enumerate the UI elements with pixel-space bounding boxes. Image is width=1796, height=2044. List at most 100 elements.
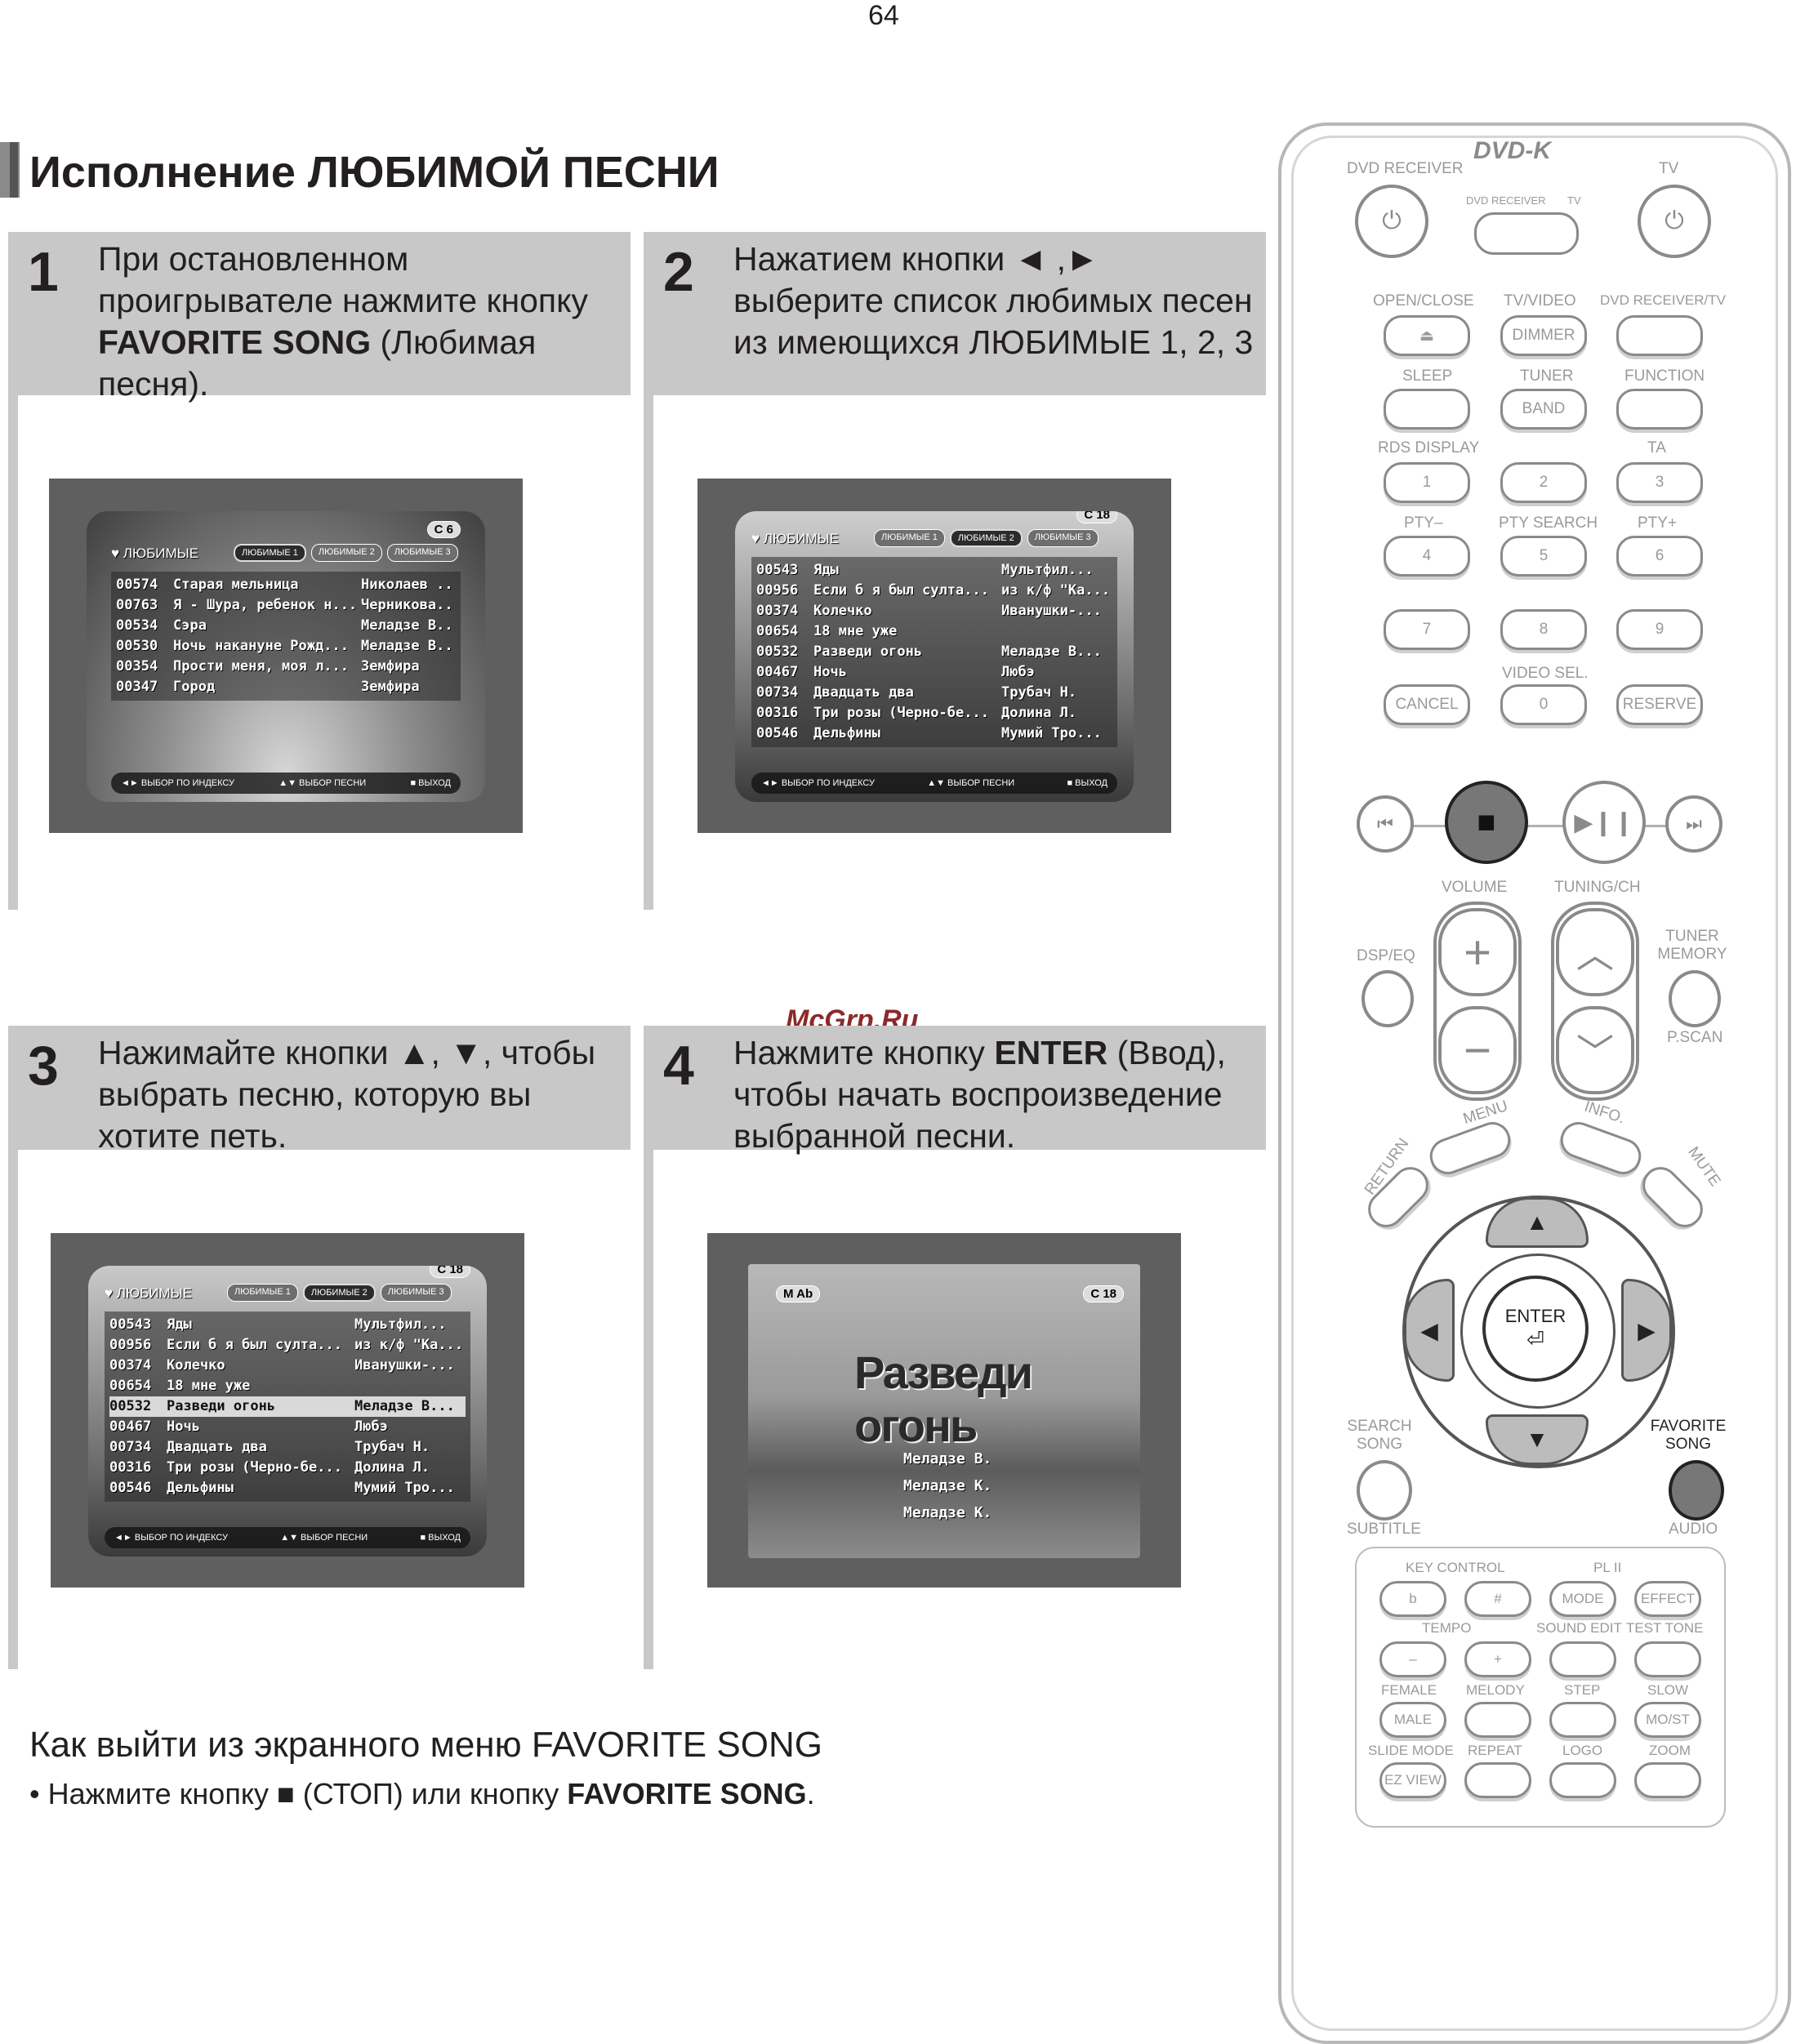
test-tone-button[interactable] — [1634, 1641, 1701, 1677]
song-number: 00763 — [116, 597, 158, 613]
song-artist: Любэ — [354, 1418, 388, 1435]
stop-button[interactable]: ■ — [1445, 781, 1528, 864]
label-tempo: TEMPO — [1422, 1620, 1472, 1636]
skip-back-button[interactable]: ⏮ — [1357, 795, 1414, 853]
song-number: 00956 — [109, 1337, 152, 1353]
label-tv-video: TV/VIDEO — [1504, 292, 1576, 309]
tv-screen: ♥ ЛЮБИМЫЕ ЛЮБИМЫЕ 1 ЛЮБИМЫЕ 2 ЛЮБИМЫЕ 3 … — [88, 1266, 487, 1556]
pl2-mode-button[interactable]: MODE — [1549, 1581, 1616, 1617]
dvd-receiver-tv-button[interactable] — [1616, 315, 1703, 356]
song-name: Старая мельница — [173, 577, 299, 593]
step-number: 3 — [28, 1035, 59, 1097]
volume-up-button[interactable]: + — [1438, 908, 1517, 996]
song-number: 00543 — [756, 562, 799, 578]
footer-exit-hint: ■ ВЫХОД — [420, 1533, 461, 1543]
song-artist: Долина Л. — [1001, 705, 1077, 721]
label-sleep: SLEEP — [1402, 367, 1453, 385]
search-song-button[interactable] — [1357, 1460, 1412, 1521]
slow-mo-st-button[interactable]: MO/ST — [1634, 1702, 1701, 1738]
mode-switch[interactable] — [1474, 212, 1579, 255]
number-9-button[interactable]: 9 — [1616, 609, 1703, 650]
tuning-up-button[interactable]: ︿ — [1556, 908, 1634, 996]
enter-icon: ⏎ — [1526, 1326, 1544, 1352]
dsp-eq-button[interactable] — [1361, 970, 1414, 1027]
tuning-down-button[interactable]: ﹀ — [1556, 1006, 1634, 1094]
function-button[interactable] — [1616, 389, 1703, 430]
cancel-button[interactable]: CANCEL — [1384, 684, 1470, 725]
song-name: Если б я был султа... — [167, 1337, 342, 1353]
step-instruction: Нажатием кнопки ◄ ,► выберите список люб… — [733, 240, 1254, 361]
repeat-button[interactable] — [1464, 1762, 1531, 1798]
label-audio: AUDIO — [1669, 1521, 1718, 1538]
number-1-button[interactable]: 1 — [1384, 462, 1470, 503]
sound-edit-button[interactable] — [1549, 1641, 1616, 1677]
step-side-bar — [644, 395, 653, 910]
enter-button[interactable]: ENTER ⏎ — [1482, 1276, 1589, 1382]
song-name: Колечко — [813, 603, 872, 619]
label-zoom: ZOOM — [1649, 1743, 1691, 1758]
reserve-button[interactable]: RESERVE — [1616, 684, 1703, 725]
open-close-button[interactable]: ⏏ — [1384, 315, 1470, 356]
nav-up-button[interactable]: ▲ — [1486, 1197, 1589, 1248]
number-6-button[interactable]: 6 — [1616, 536, 1703, 577]
pl2-effect-button[interactable]: EFFECT — [1634, 1581, 1701, 1617]
song-name: Сэра — [173, 617, 207, 634]
song-name: Колечко — [167, 1357, 225, 1374]
favorite-song-button[interactable] — [1669, 1460, 1724, 1521]
song-number: 00532 — [109, 1398, 152, 1414]
song-name: Город — [173, 679, 216, 695]
logo-button[interactable] — [1549, 1762, 1616, 1798]
stop-icon: ■ — [1477, 804, 1496, 839]
song-name: Ночь — [813, 664, 847, 680]
song-number: 00467 — [109, 1418, 152, 1435]
key-flat-button[interactable]: b — [1379, 1581, 1446, 1617]
song-artist: Трубач Н. — [1001, 684, 1077, 701]
song-name: Три розы (Черно-бе... — [167, 1459, 342, 1476]
label-favorite-song: FAVORITE SONG — [1650, 1418, 1727, 1453]
skip-forward-button[interactable]: ⏭ — [1665, 795, 1722, 853]
arrow-down-icon: ▼ — [1526, 1427, 1549, 1452]
power-dvd-receiver-button[interactable]: ⏻ — [1355, 185, 1428, 258]
osd-screenshot: ♥ ЛЮБИМЫЕ ЛЮБИМЫЕ 1 ЛЮБИМЫЕ 2 ЛЮБИМЫЕ 3 … — [51, 1233, 524, 1588]
number-3-button[interactable]: 3 — [1616, 462, 1703, 503]
volume-down-button[interactable]: − — [1438, 1006, 1517, 1094]
number-0-button[interactable]: 0 — [1500, 684, 1587, 725]
title-accent-bar-dark — [10, 142, 18, 198]
tempo-up-button[interactable]: + — [1464, 1641, 1531, 1677]
tuner-memory-button[interactable] — [1669, 970, 1721, 1027]
zoom-button[interactable] — [1634, 1762, 1701, 1798]
label-ta: TA — [1647, 439, 1666, 456]
song-artist: Мультфил... — [354, 1316, 447, 1333]
number-5-button[interactable]: 5 — [1500, 536, 1587, 577]
play-pause-icon: ▶❙❙ — [1574, 808, 1634, 836]
song-number: 00546 — [756, 725, 799, 741]
key-sharp-button[interactable]: # — [1464, 1581, 1531, 1617]
female-male-button[interactable]: MALE — [1379, 1702, 1446, 1738]
number-4-button[interactable]: 4 — [1384, 536, 1470, 577]
ez-view-button[interactable]: EZ VIEW — [1379, 1762, 1446, 1798]
band-button[interactable]: BAND — [1500, 389, 1587, 430]
rating-badge: C 18 — [430, 1266, 470, 1278]
credit-performer: Меладзе К. — [903, 1504, 992, 1521]
menu-footer: ◄► ВЫБОР ПО ИНДЕКСУ ▲▼ ВЫБОР ПЕСНИ ■ ВЫХ… — [111, 773, 461, 794]
melody-button[interactable] — [1464, 1702, 1531, 1738]
power-tv-button[interactable]: ⏻ — [1638, 185, 1711, 258]
tempo-down-button[interactable]: – — [1379, 1641, 1446, 1677]
number-2-button[interactable]: 2 — [1500, 462, 1587, 503]
menu-title: ♥ ЛЮБИМЫЕ — [111, 546, 199, 561]
step-header — [644, 232, 1266, 395]
number-8-button[interactable]: 8 — [1500, 609, 1587, 650]
song-artist — [354, 1376, 466, 1396]
number-7-button[interactable]: 7 — [1384, 609, 1470, 650]
favorites-menu: ♥ ЛЮБИМЫЕ ЛЮБИМЫЕ 1 ЛЮБИМЫЕ 2 ЛЮБИМЫЕ 3 … — [105, 1266, 470, 1548]
sleep-button[interactable] — [1384, 389, 1470, 430]
song-artist: Земфира — [361, 679, 420, 695]
play-pause-button[interactable]: ▶❙❙ — [1562, 781, 1646, 864]
footer-song-hint: ▲▼ ВЫБОР ПЕСНИ — [279, 778, 367, 788]
step-button[interactable] — [1549, 1702, 1616, 1738]
dimmer-button[interactable]: DIMMER — [1500, 315, 1587, 356]
